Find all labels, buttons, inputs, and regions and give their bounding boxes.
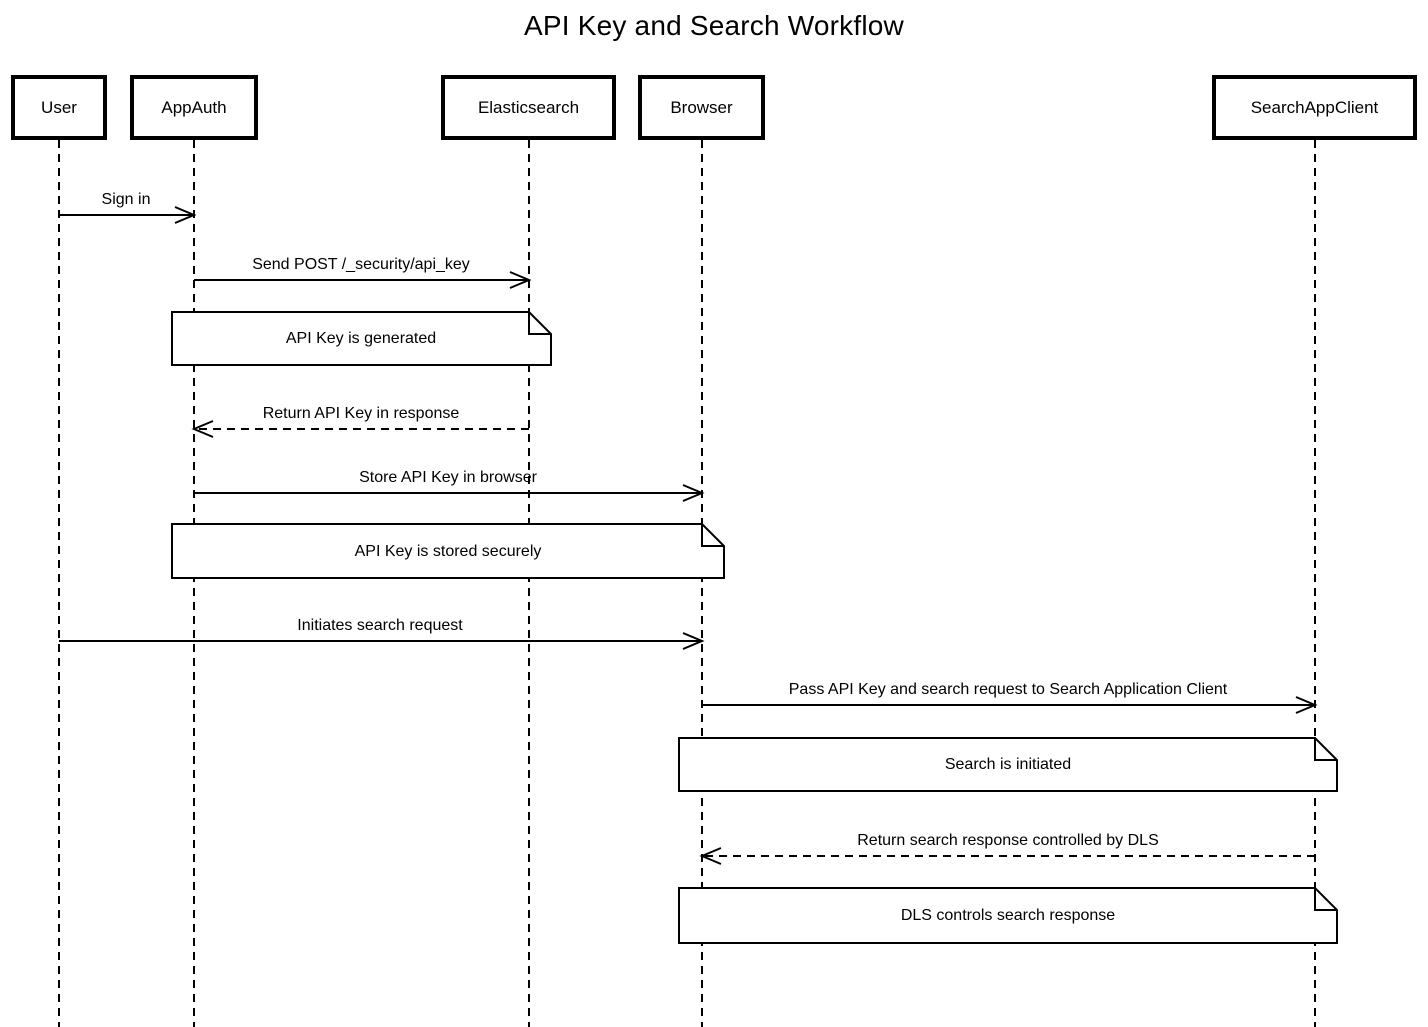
note-shape-api-key-stored	[171, 523, 725, 579]
participant-searchappclient-label: SearchAppClient	[1250, 97, 1379, 117]
arrow-initiates-search	[59, 632, 705, 650]
note-shape-api-key-generated	[171, 311, 552, 366]
message-label-pass-api-key: Pass API Key and search request to Searc…	[788, 681, 1228, 698]
message-label-initiates-search: Initiates search request	[297, 617, 463, 634]
arrowhead-icon	[174, 206, 197, 224]
arrow-sign-in	[59, 206, 197, 224]
arrow-send-post	[194, 271, 532, 289]
note-label-search-initiated: Search is initiated	[944, 756, 1072, 773]
note-label-api-key-stored: API Key is stored securely	[354, 543, 542, 560]
message-label-return-search-response: Return search response controlled by DLS	[857, 832, 1159, 849]
lifelines	[58, 140, 1316, 1027]
note-shape-dls-controls	[678, 887, 1338, 944]
participant-appauth-label: AppAuth	[161, 97, 227, 117]
participant-searchappclient: SearchAppClient	[1212, 75, 1417, 140]
arrow-return-api-key	[191, 420, 529, 438]
arrowhead-icon	[682, 632, 705, 650]
participant-browser: Browser	[638, 75, 765, 140]
participant-user-label: User	[41, 97, 77, 117]
message-label-return-api-key: Return API Key in response	[262, 405, 460, 422]
arrowhead-icon	[682, 484, 705, 502]
arrow-store-api-key	[194, 484, 705, 502]
participant-elasticsearch: Elasticsearch	[441, 75, 616, 140]
note-shapes	[171, 311, 1338, 944]
diagram-title: API Key and Search Workflow	[524, 10, 904, 41]
note-label-api-key-generated: API Key is generated	[285, 330, 437, 347]
arrowhead-icon	[509, 271, 532, 289]
arrowhead-icon	[191, 420, 214, 438]
participant-browser-label: Browser	[670, 97, 733, 117]
message-label-store-api-key: Store API Key in browser	[359, 469, 537, 486]
arrow-pass-api-key	[702, 696, 1318, 714]
message-label-sign-in: Sign in	[101, 191, 151, 208]
note-label-dls-controls: DLS controls search response	[900, 907, 1116, 924]
arrowhead-icon	[1295, 696, 1318, 714]
message-arrows	[59, 206, 1318, 865]
participant-elasticsearch-label: Elasticsearch	[477, 97, 580, 117]
note-shape-search-initiated	[678, 737, 1338, 792]
message-label-send-post: Send POST /_security/api_key	[252, 256, 470, 273]
participant-user: User	[11, 75, 107, 140]
arrowhead-icon	[699, 847, 722, 865]
participant-appauth: AppAuth	[130, 75, 258, 140]
arrow-return-search-response	[699, 847, 1315, 865]
